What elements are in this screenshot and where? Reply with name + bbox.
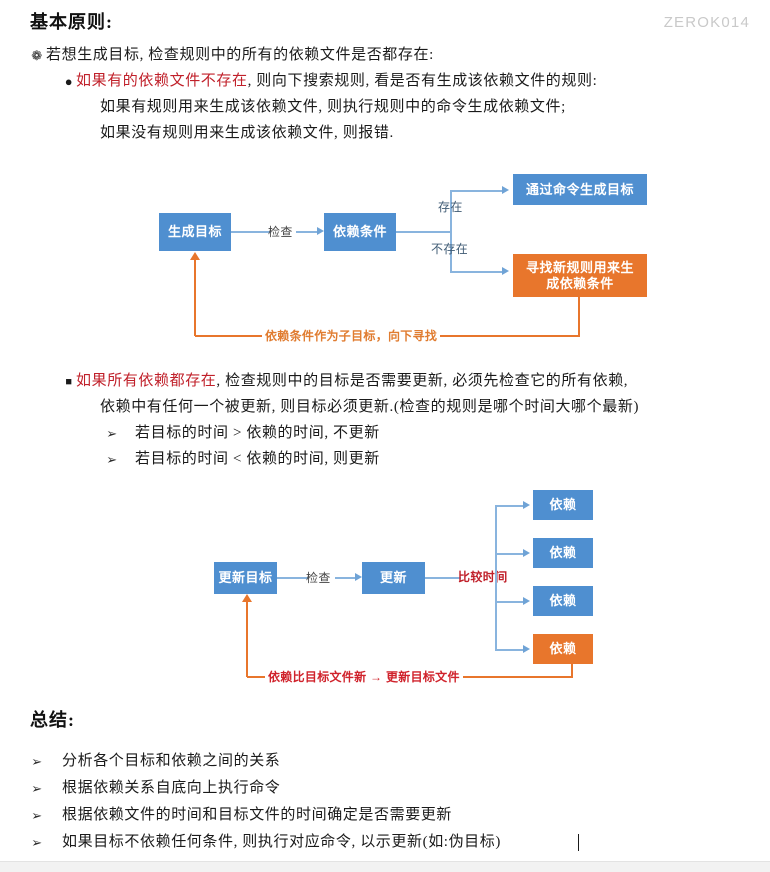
list-item-a-line2: 如果有规则用来生成该依赖文件, 则执行规则中的命令生成依赖文件; [100, 98, 566, 117]
connector-update-to-compare [425, 577, 461, 579]
summary-item-1-text: 分析各个目标和依赖之间的关系 [62, 753, 281, 769]
node-dependency-2: 依赖 [533, 538, 593, 568]
connector-not-exists-branch [450, 271, 502, 273]
return-label-subgoal: 依赖条件作为子目标，向下寻找 [262, 327, 441, 344]
node-generate-target: 生成目标 [159, 213, 231, 251]
arrowhead-dep1 [523, 501, 530, 509]
summary-item-3-text: 根据依赖文件的时间和目标文件的时间确定是否需要更新 [62, 807, 453, 823]
node-generate-via-command: 通过命令生成目标 [513, 174, 647, 205]
connector-start-to-check-left [231, 231, 271, 233]
arrow-bullet-icon: ➢ [106, 452, 118, 467]
list-item-level1: ❁ 若想生成目标, 检查规则中的所有的依赖文件是否都存在: [28, 46, 434, 65]
arrow-bullet-icon: ➢ [31, 754, 43, 769]
summary-item-2-text: 根据依赖关系自底向上执行命令 [62, 780, 281, 796]
square-bullet-icon: ■ [65, 376, 73, 388]
connector-start-to-update-right [335, 577, 355, 579]
return2-path-up [246, 602, 249, 677]
arrowhead-dep3 [523, 597, 530, 605]
connector-to-dep4 [495, 649, 523, 651]
connector-start-to-update-left [277, 577, 309, 579]
diagram-generate-target: 生成目标 依赖条件 通过命令生成目标 寻找新规则用来生 成依赖条件 检查 存在 … [150, 172, 670, 352]
edge-label-not-exists: 不存在 [431, 242, 469, 256]
summary-item-3: ➢ 根据依赖文件的时间和目标文件的时间确定是否需要更新 [28, 806, 452, 825]
diagram-update-target: 更新目标 更新 依赖 依赖 依赖 依赖 检查 比较时间 依赖比目标文件新 → 更… [205, 487, 625, 687]
arrow-bullet-icon: ➢ [31, 781, 43, 796]
summary-item-2: ➢ 根据依赖关系自底向上执行命令 [28, 779, 280, 798]
edge-label-compare-time: 比较时间 [458, 570, 508, 584]
list-item-b-line2: 依赖中有任何一个被更新, 则目标必须更新.(检查的规则是哪个时间大哪个最新) [100, 398, 639, 417]
arrowhead-return-to-update-target [242, 594, 252, 602]
list-item-b: ■ 如果所有依赖都存在 , 检查规则中的目标是否需要更新, 必须先检查它的所有依… [62, 372, 628, 393]
list-item-a-highlight: 如果有的依赖文件不存在 [76, 73, 248, 89]
list-item-a-rest: , 则向下搜索规则, 看是否有生成该依赖文件的规则: [247, 73, 598, 89]
flower-bullet-icon: ❁ [31, 48, 43, 63]
connector-check-to-split [396, 231, 451, 233]
connector-to-dep1 [495, 505, 523, 507]
page-bottom-band [0, 861, 770, 872]
node-find-new-rule: 寻找新规则用来生 成依赖条件 [513, 254, 647, 297]
list-item-b-sub2-text: 若目标的时间 < 依赖的时间, 则更新 [135, 451, 380, 467]
list-item-a-line3: 如果没有规则用来生成该依赖文件, 则报错. [100, 124, 394, 143]
connector-start-to-check-right [296, 231, 317, 233]
list-item-b-sub2: ➢ 若目标的时间 < 依赖的时间, 则更新 [103, 450, 380, 469]
arrowhead-dep4 [523, 645, 530, 653]
summary-item-1: ➢ 分析各个目标和依赖之间的关系 [28, 752, 280, 771]
watermark-label: ZEROK014 [663, 14, 750, 31]
list-item-b-line2-text: 依赖中有任何一个被更新, 则目标必须更新.(检查的规则是哪个时间大哪个最新) [100, 399, 640, 415]
arrowhead-dep2 [523, 549, 530, 557]
arrow-bullet-icon: ➢ [31, 808, 43, 823]
list-item-level1-text: 若想生成目标, 检查规则中的所有的依赖文件是否都存在: [46, 47, 434, 63]
disc-bullet-icon: ● [64, 74, 74, 89]
return-path-up [194, 260, 197, 336]
edge-label-exists: 存在 [438, 200, 463, 214]
arrowhead-to-update [355, 573, 362, 581]
node-dependency-1: 依赖 [533, 490, 593, 520]
connector-fanout-vertical [495, 505, 497, 649]
summary-item-4: ➢ 如果目标不依赖任何条件, 则执行对应命令, 以示更新(如:伪目标) [28, 833, 501, 852]
node-dependency-4: 依赖 [533, 634, 593, 664]
connector-to-dep2 [495, 553, 523, 555]
list-item-b-sub1: ➢ 若目标的时间 > 依赖的时间, 不更新 [103, 424, 380, 443]
list-item-a: ● 如果有的依赖文件不存在 , 则向下搜索规则, 看是否有生成该依赖文件的规则: [62, 72, 597, 91]
return-label-newer-dependency: 依赖比目标文件新 → 更新目标文件 [265, 668, 463, 685]
node-dependency-3: 依赖 [533, 586, 593, 616]
return2-path-down [571, 664, 574, 678]
page-title-summary: 总结: [30, 710, 75, 730]
arrowhead-to-dependency-condition [317, 227, 324, 235]
node-update-target: 更新目标 [214, 562, 277, 594]
connector-exists-branch [450, 190, 502, 192]
node-update: 更新 [362, 562, 425, 594]
edge-label-check: 检查 [268, 225, 293, 239]
page-title-basic-principles: 基本原则: [30, 12, 113, 32]
connector-split-vertical [450, 190, 452, 272]
summary-item-4-text: 如果目标不依赖任何条件, 则执行对应命令, 以示更新(如:伪目标) [62, 834, 501, 850]
edge-label-check-2: 检查 [306, 571, 331, 585]
arrowhead-exists [502, 186, 509, 194]
node-dependency-condition: 依赖条件 [324, 213, 396, 251]
arrow-bullet-icon: ➢ [106, 426, 118, 441]
arrowhead-return-to-start [190, 252, 200, 260]
list-item-b-highlight: 如果所有依赖都存在 [76, 373, 217, 389]
list-item-a-line3-text: 如果没有规则用来生成该依赖文件, 则报错. [100, 125, 394, 141]
list-item-b-sub1-text: 若目标的时间 > 依赖的时间, 不更新 [135, 425, 380, 441]
arrow-bullet-icon: ➢ [31, 835, 43, 850]
text-caret [578, 834, 579, 851]
connector-to-dep3 [495, 601, 523, 603]
arrowhead-not-exists [502, 267, 509, 275]
list-item-a-line2-text: 如果有规则用来生成该依赖文件, 则执行规则中的命令生成依赖文件; [100, 99, 566, 115]
list-item-b-rest: , 检查规则中的目标是否需要更新, 必须先检查它的所有依赖, [216, 373, 629, 389]
return-path-down [578, 297, 581, 337]
